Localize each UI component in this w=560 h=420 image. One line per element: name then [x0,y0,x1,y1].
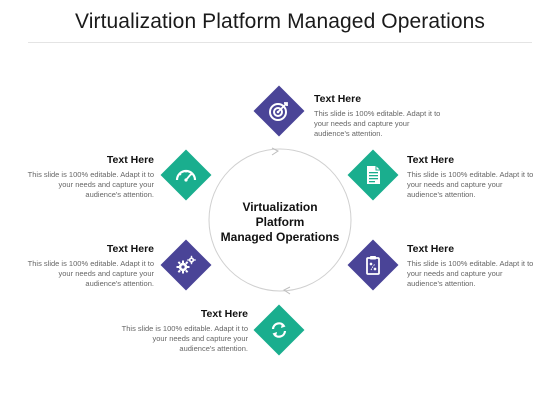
speedometer-icon [175,169,197,182]
item-description: This slide is 100% editable. Adapt it to… [27,259,154,288]
ring-arrow-top [271,147,279,156]
center-line-1: Virtualization [242,200,318,214]
item-heading: Text Here [407,243,455,255]
center-line-3: Managed Operations [220,230,340,244]
title-divider [28,42,532,43]
item-description: This slide is 100% editable. Adapt it to… [27,170,154,199]
document-icon [367,166,380,184]
center-line-2: Platform [255,215,305,229]
text-block-right-upper: Text Here This slide is 100% editable. A… [407,154,537,200]
text-block-bottom: Text Here This slide is 100% editable. A… [118,308,248,354]
refresh-icon [271,322,287,338]
item-heading: Text Here [106,243,154,255]
center-label: Virtualization Platform Managed Operatio… [210,200,350,245]
item-description: This slide is 100% editable. Adapt it to… [314,109,441,138]
item-description: This slide is 100% editable. Adapt it to… [121,324,248,353]
text-block-top: Text Here This slide is 100% editable. A… [314,93,444,139]
clipboard-icon [366,256,380,275]
gears-icon [176,255,196,274]
item-heading: Text Here [200,308,248,320]
target-icon [269,102,288,121]
text-block-left-lower: Text Here This slide is 100% editable. A… [24,243,154,289]
text-block-left-upper: Text Here This slide is 100% editable. A… [24,154,154,200]
item-heading: Text Here [314,93,362,105]
item-heading: Text Here [407,154,455,166]
text-block-right-lower: Text Here This slide is 100% editable. A… [407,243,537,289]
item-description: This slide is 100% editable. Adapt it to… [407,259,534,288]
ring-arrow-bottom [283,286,291,295]
page-title: Virtualization Platform Managed Operatio… [74,10,486,33]
item-description: This slide is 100% editable. Adapt it to… [407,170,534,199]
item-heading: Text Here [106,154,154,166]
